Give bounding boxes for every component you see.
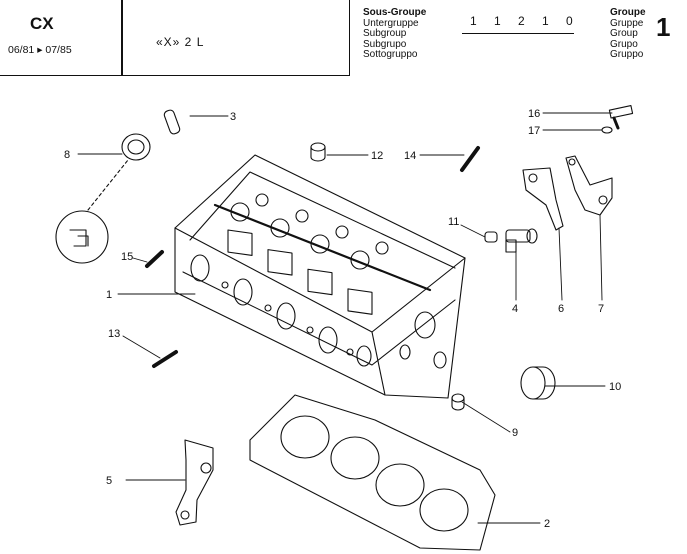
camshaft-seal-8 bbox=[55, 133, 151, 264]
bracket-5 bbox=[175, 439, 214, 526]
union-4 bbox=[505, 228, 538, 253]
group-label-it: Gruppo bbox=[610, 49, 644, 61]
subgroup-label-de: Untergruppe bbox=[363, 17, 419, 29]
head-gasket-2 bbox=[249, 394, 496, 551]
bracket-6 bbox=[522, 167, 564, 231]
stud-14 bbox=[460, 146, 480, 172]
subgroup-code: 1 1 2 1 0 bbox=[470, 14, 580, 28]
callout-13: 13 bbox=[108, 328, 120, 340]
production-dates: 06/81 ▸ 07/85 bbox=[8, 44, 72, 56]
subgroup-label-fr: Sous-Groupe bbox=[363, 7, 427, 18]
subgroup-code-underline bbox=[462, 33, 574, 34]
callout-9: 9 bbox=[512, 427, 518, 439]
callout-6: 6 bbox=[558, 303, 564, 315]
group-label-es: Grupo bbox=[610, 38, 638, 50]
plug-12 bbox=[310, 142, 326, 162]
stud-13 bbox=[152, 350, 178, 368]
screw-16 bbox=[608, 105, 634, 130]
callout-17: 17 bbox=[528, 125, 540, 137]
group-label-de: Gruppe bbox=[610, 17, 644, 29]
callout-labels: 1 2 3 4 5 6 7 8 9 10 11 12 13 14 15 16 1… bbox=[64, 108, 621, 530]
callout-2: 2 bbox=[544, 518, 550, 530]
callout-7: 7 bbox=[598, 303, 604, 315]
subgroup-label-es: Subgrupo bbox=[363, 38, 407, 50]
callout-12: 12 bbox=[371, 150, 383, 162]
plug-9 bbox=[451, 393, 465, 411]
plug-11 bbox=[484, 231, 498, 243]
header-variant-box bbox=[122, 0, 350, 76]
subgroup-label-en: Subgroup bbox=[363, 28, 407, 40]
dowel-pin-3 bbox=[163, 109, 181, 135]
callout-4: 4 bbox=[512, 303, 518, 315]
model-name: CX bbox=[30, 14, 54, 33]
washer-17 bbox=[601, 126, 613, 134]
group-label-fr: Groupe bbox=[610, 7, 646, 18]
group-number: 1 bbox=[656, 12, 671, 42]
callout-10: 10 bbox=[609, 381, 621, 393]
stud-15 bbox=[145, 250, 164, 268]
cylinder-head bbox=[174, 154, 466, 399]
leader-lines bbox=[77, 112, 613, 524]
subgroup-label-it: Sottogruppo bbox=[363, 49, 418, 61]
callout-5: 5 bbox=[106, 475, 112, 487]
cap-10 bbox=[520, 366, 556, 400]
callout-1: 1 bbox=[106, 289, 112, 301]
callout-8: 8 bbox=[64, 149, 70, 161]
callout-14: 14 bbox=[404, 150, 416, 162]
bracket-7 bbox=[565, 155, 613, 216]
group-label-en: Group bbox=[610, 28, 638, 40]
engine-variant: «X» 2 L bbox=[156, 35, 205, 49]
header-left-box bbox=[0, 0, 122, 76]
group-label-block: Groupe Gruppe Group Grupo Gruppo bbox=[610, 7, 646, 61]
callout-11: 11 bbox=[448, 216, 459, 228]
subgroup-label-block: Sous-Groupe Untergruppe Subgroup Subgrup… bbox=[363, 7, 427, 61]
callout-15: 15 bbox=[121, 251, 133, 263]
callout-3: 3 bbox=[230, 111, 236, 123]
callout-16: 16 bbox=[528, 108, 540, 120]
